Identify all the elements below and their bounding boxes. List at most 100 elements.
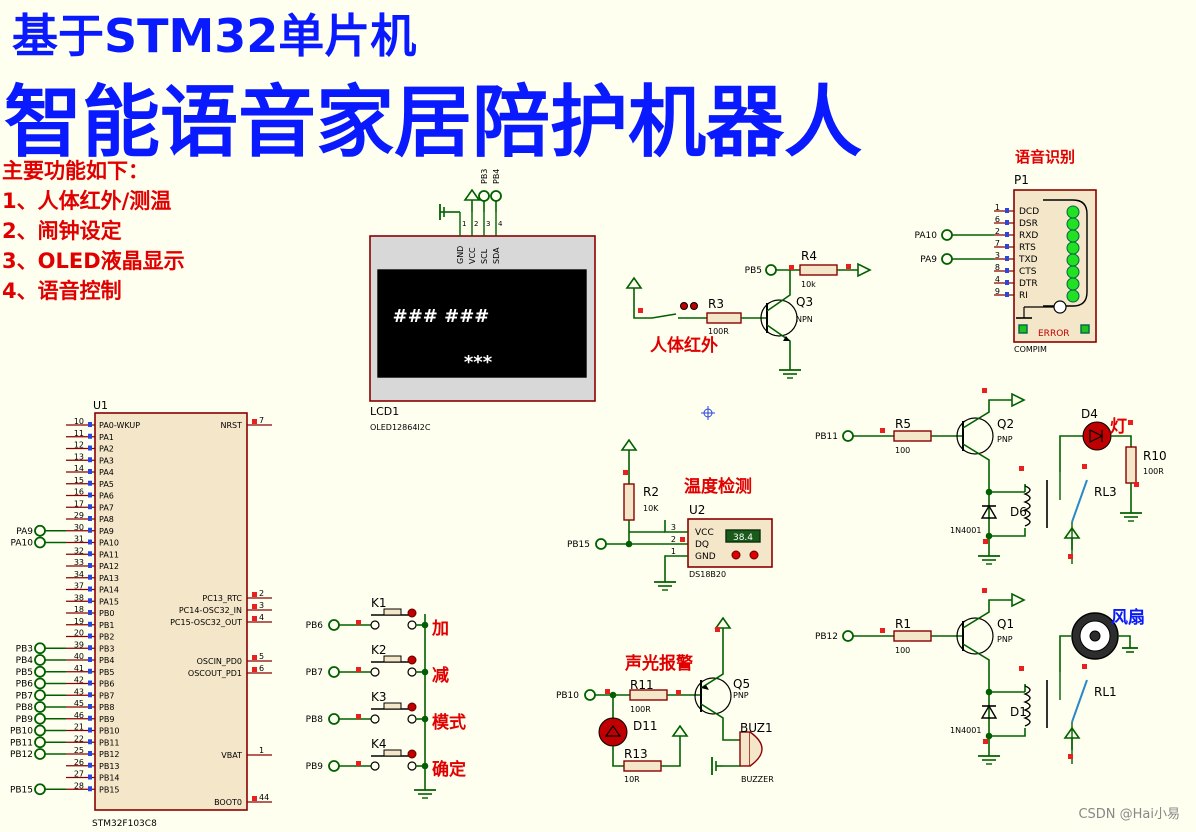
pin-number: 1 — [259, 746, 264, 755]
pin-name: BOOT0 — [214, 798, 242, 807]
power-arrow-icon — [620, 438, 638, 451]
key-label: 减 — [432, 665, 449, 686]
net-label: PB6 — [16, 680, 34, 690]
power-arrow-icon — [1011, 592, 1026, 608]
pin-number: 13 — [74, 452, 84, 461]
pin-name: SDA — [492, 247, 501, 264]
ref-label: Q1 — [997, 617, 1014, 631]
pin-name: PC13_RTC — [202, 594, 242, 603]
ref-label: D11 — [633, 719, 658, 733]
pin-number: 15 — [74, 476, 84, 485]
pin-name: PB0 — [99, 609, 114, 618]
pin-name: NRST — [220, 421, 242, 430]
fan-label: 风扇 — [1111, 607, 1145, 628]
value-label: 10R — [624, 775, 640, 784]
terminal-icon — [34, 654, 46, 666]
terminal-icon — [34, 736, 46, 749]
pin-name: PB4 — [99, 656, 114, 665]
net-label: PB5 — [745, 266, 762, 276]
pir-label: 人体红外 — [650, 335, 718, 356]
status-led — [1018, 324, 1028, 334]
power-arrow-icon — [714, 616, 732, 629]
led-d11-icon — [598, 717, 628, 747]
alarm-label: 声光报警 — [624, 653, 693, 674]
pin-marker-blue — [1005, 220, 1009, 225]
junction-dot — [985, 488, 993, 496]
pin-marker-blue — [1005, 232, 1009, 237]
feature-item: 3、OLED液晶显示 — [2, 249, 185, 273]
pin-name: DCD — [1019, 207, 1039, 217]
wire — [989, 728, 1026, 737]
pin-marker-blue — [88, 504, 92, 510]
value-label: 100R — [630, 705, 651, 714]
pin-name: PA5 — [99, 480, 114, 489]
terminal-icon — [941, 229, 953, 241]
terminal-icon — [941, 253, 953, 265]
pin-name: PB15 — [99, 785, 120, 794]
power-arrow-icon — [625, 276, 643, 289]
terminal-icon — [34, 524, 46, 537]
pin-number: 7 — [995, 239, 1000, 248]
pin-number: 25 — [74, 746, 84, 755]
net-label: PB7 — [306, 668, 323, 678]
power-arrow-icon — [463, 188, 481, 201]
pin-number: 45 — [74, 699, 84, 708]
power-arrow-icon — [1063, 726, 1081, 739]
led-icon — [1066, 217, 1080, 231]
voice-label: 语音识别 — [1015, 148, 1075, 166]
pin-number: 4 — [498, 220, 503, 228]
pin-name: PA13 — [99, 574, 119, 583]
pin-name: PA7 — [99, 503, 114, 512]
pin-name: PA3 — [99, 456, 114, 465]
pin-number: 16 — [74, 488, 84, 497]
pir-sensor-icon — [680, 302, 688, 310]
temp-display — [725, 529, 761, 543]
pin-marker-blue — [88, 751, 92, 756]
switch-contact — [370, 714, 380, 724]
switch-indicator — [407, 608, 417, 618]
terminal-icon — [34, 536, 46, 549]
pin-marker-blue — [88, 516, 92, 521]
pin-number: 4 — [995, 275, 1000, 284]
value-label: 100R — [708, 327, 729, 336]
mcu-ref: U1 — [93, 399, 108, 412]
pin-marker-red — [715, 627, 720, 632]
pin-marker-red — [1068, 754, 1073, 759]
wire — [962, 399, 1012, 429]
pin-name: PA15 — [99, 597, 119, 606]
diode-symbol — [1089, 429, 1104, 443]
pin-marker-blue — [1005, 268, 1009, 273]
pin-name: DQ — [695, 540, 709, 550]
pin-number: 34 — [74, 570, 84, 579]
pin-marker-blue — [88, 445, 92, 451]
led-icon — [1066, 277, 1080, 291]
net-label: PB4 — [16, 656, 34, 666]
pin-marker-red — [252, 655, 257, 660]
ds-part: DS18B20 — [689, 570, 726, 579]
ref-label: RL3 — [1094, 485, 1117, 499]
switch-indicator — [407, 749, 417, 759]
pin-name: GND — [456, 246, 465, 264]
relay-switch-arm — [1071, 479, 1088, 523]
wire — [962, 643, 990, 692]
pin-number: 7 — [259, 416, 264, 425]
pin-number: 14 — [74, 464, 84, 473]
terminal-icon — [478, 190, 490, 202]
pin-number: 6 — [259, 664, 264, 673]
value-label: PNP — [997, 435, 1013, 444]
pin-name: PA2 — [99, 445, 114, 454]
resistor-r13 — [623, 760, 662, 772]
temp-label: 温度检测 — [684, 476, 752, 497]
switch-contact — [370, 667, 380, 677]
switch-contact — [407, 761, 417, 771]
button-icon — [749, 550, 759, 560]
pin-marker-red — [983, 739, 988, 744]
compim-body — [1013, 189, 1097, 343]
terminal-icon — [34, 748, 46, 760]
pin-marker-red — [1068, 554, 1073, 559]
switch-cap — [383, 749, 402, 757]
pin-marker-blue — [88, 668, 92, 674]
